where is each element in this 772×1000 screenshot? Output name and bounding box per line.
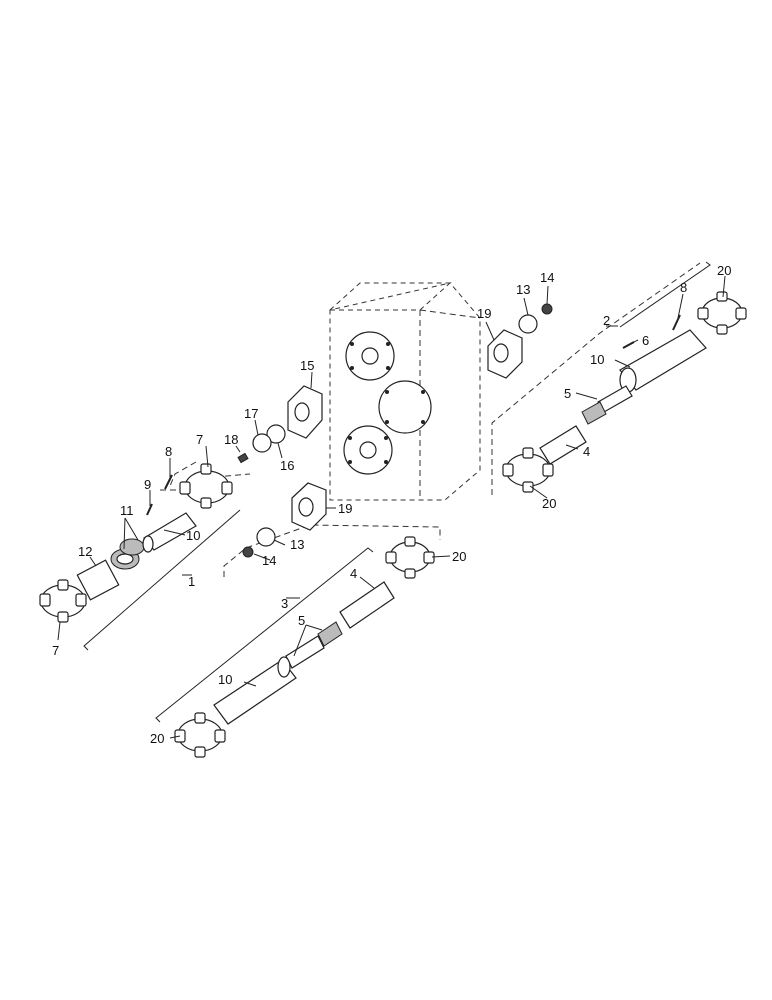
washer-part-16 bbox=[266, 424, 286, 444]
leader-lines bbox=[57, 275, 726, 739]
callout-14-lower: 14 bbox=[262, 553, 276, 568]
callout-18: 18 bbox=[224, 432, 238, 447]
callout-20-bottom-top: 20 bbox=[452, 549, 466, 564]
callout-20-bottom: 20 bbox=[150, 731, 164, 746]
washer-part-13-upper bbox=[518, 314, 538, 334]
callout-2: 2 bbox=[603, 313, 610, 328]
callout-17: 17 bbox=[244, 406, 258, 421]
callout-4-right: 4 bbox=[583, 444, 590, 459]
callout-19-upper: 19 bbox=[477, 306, 491, 321]
nut-part-14-upper bbox=[541, 303, 553, 315]
callout-7-top: 7 bbox=[196, 432, 203, 447]
washer-part-13-lower bbox=[256, 527, 276, 547]
washer-part-17 bbox=[252, 433, 272, 453]
callout-5-bottom: 5 bbox=[298, 613, 305, 628]
universal-joint-cross-bottom-bottom-shaft bbox=[174, 712, 226, 758]
yoke-part-12 bbox=[76, 559, 120, 601]
center-output-parts bbox=[242, 482, 327, 558]
boundary-group-2 bbox=[491, 262, 701, 495]
gearbox-housing bbox=[329, 282, 481, 501]
nut-part-18 bbox=[237, 452, 249, 464]
bracket-group-1 bbox=[83, 509, 241, 651]
shaft-assembly-1 bbox=[39, 463, 233, 623]
callout-20-top-right: 20 bbox=[717, 263, 731, 278]
bracket-group-3 bbox=[155, 547, 374, 723]
callout-1: 1 bbox=[188, 574, 195, 589]
callout-20-right: 20 bbox=[542, 496, 556, 511]
callout-10-left: 10 bbox=[186, 528, 200, 543]
universal-joint-cross-top bbox=[179, 463, 233, 509]
spline-part-5-right bbox=[581, 401, 607, 425]
universal-joint-cross-top-bottom-shaft bbox=[385, 536, 435, 579]
callout-7-bottom: 7 bbox=[52, 643, 59, 658]
universal-joint-cross-bottom bbox=[39, 579, 87, 623]
idler-flange bbox=[378, 380, 432, 434]
callout-19-lower: 19 bbox=[338, 501, 352, 516]
callout-16: 16 bbox=[280, 458, 294, 473]
shaft-tube-part-4-right bbox=[539, 425, 587, 465]
spring-part-11 bbox=[110, 538, 145, 570]
bracket-group-2 bbox=[619, 261, 711, 328]
shaft-assembly-3 bbox=[174, 536, 435, 758]
callout-3: 3 bbox=[281, 596, 288, 611]
callout-6: 6 bbox=[642, 333, 649, 348]
shaft-tube-part-10-bottom bbox=[213, 659, 297, 725]
boundary-group-3 bbox=[223, 524, 441, 577]
callout-5-right: 5 bbox=[564, 386, 571, 401]
callout-11: 11 bbox=[120, 503, 134, 518]
callout-12: 12 bbox=[78, 544, 92, 559]
callout-9: 9 bbox=[144, 477, 151, 492]
callout-10-right: 10 bbox=[590, 352, 604, 367]
callout-10-bottom: 10 bbox=[218, 672, 232, 687]
callout-8-right: 8 bbox=[680, 280, 687, 295]
callout-4-bottom: 4 bbox=[350, 566, 357, 581]
universal-joint-cross-bottom-right bbox=[502, 447, 554, 493]
callout-15: 15 bbox=[300, 358, 314, 373]
shaft-tube-part-4-bottom bbox=[339, 581, 395, 629]
callout-13-lower: 13 bbox=[290, 537, 304, 552]
shaft-assembly-2 bbox=[502, 291, 747, 493]
callout-labels: 1 2 3 4 4 5 5 6 7 7 8 8 9 10 10 10 11 12… bbox=[52, 263, 731, 746]
center-input-parts bbox=[237, 385, 323, 464]
callout-13-upper: 13 bbox=[516, 282, 530, 297]
upper-right-parts bbox=[487, 303, 553, 379]
callout-8-left: 8 bbox=[165, 444, 172, 459]
universal-joint-cross-top-right bbox=[697, 291, 747, 335]
nut-part-14-lower bbox=[242, 546, 254, 558]
callout-14-upper: 14 bbox=[540, 270, 554, 285]
spline-shaft-part-5-bottom bbox=[285, 635, 325, 669]
spline-part-5-bottom bbox=[317, 621, 343, 647]
